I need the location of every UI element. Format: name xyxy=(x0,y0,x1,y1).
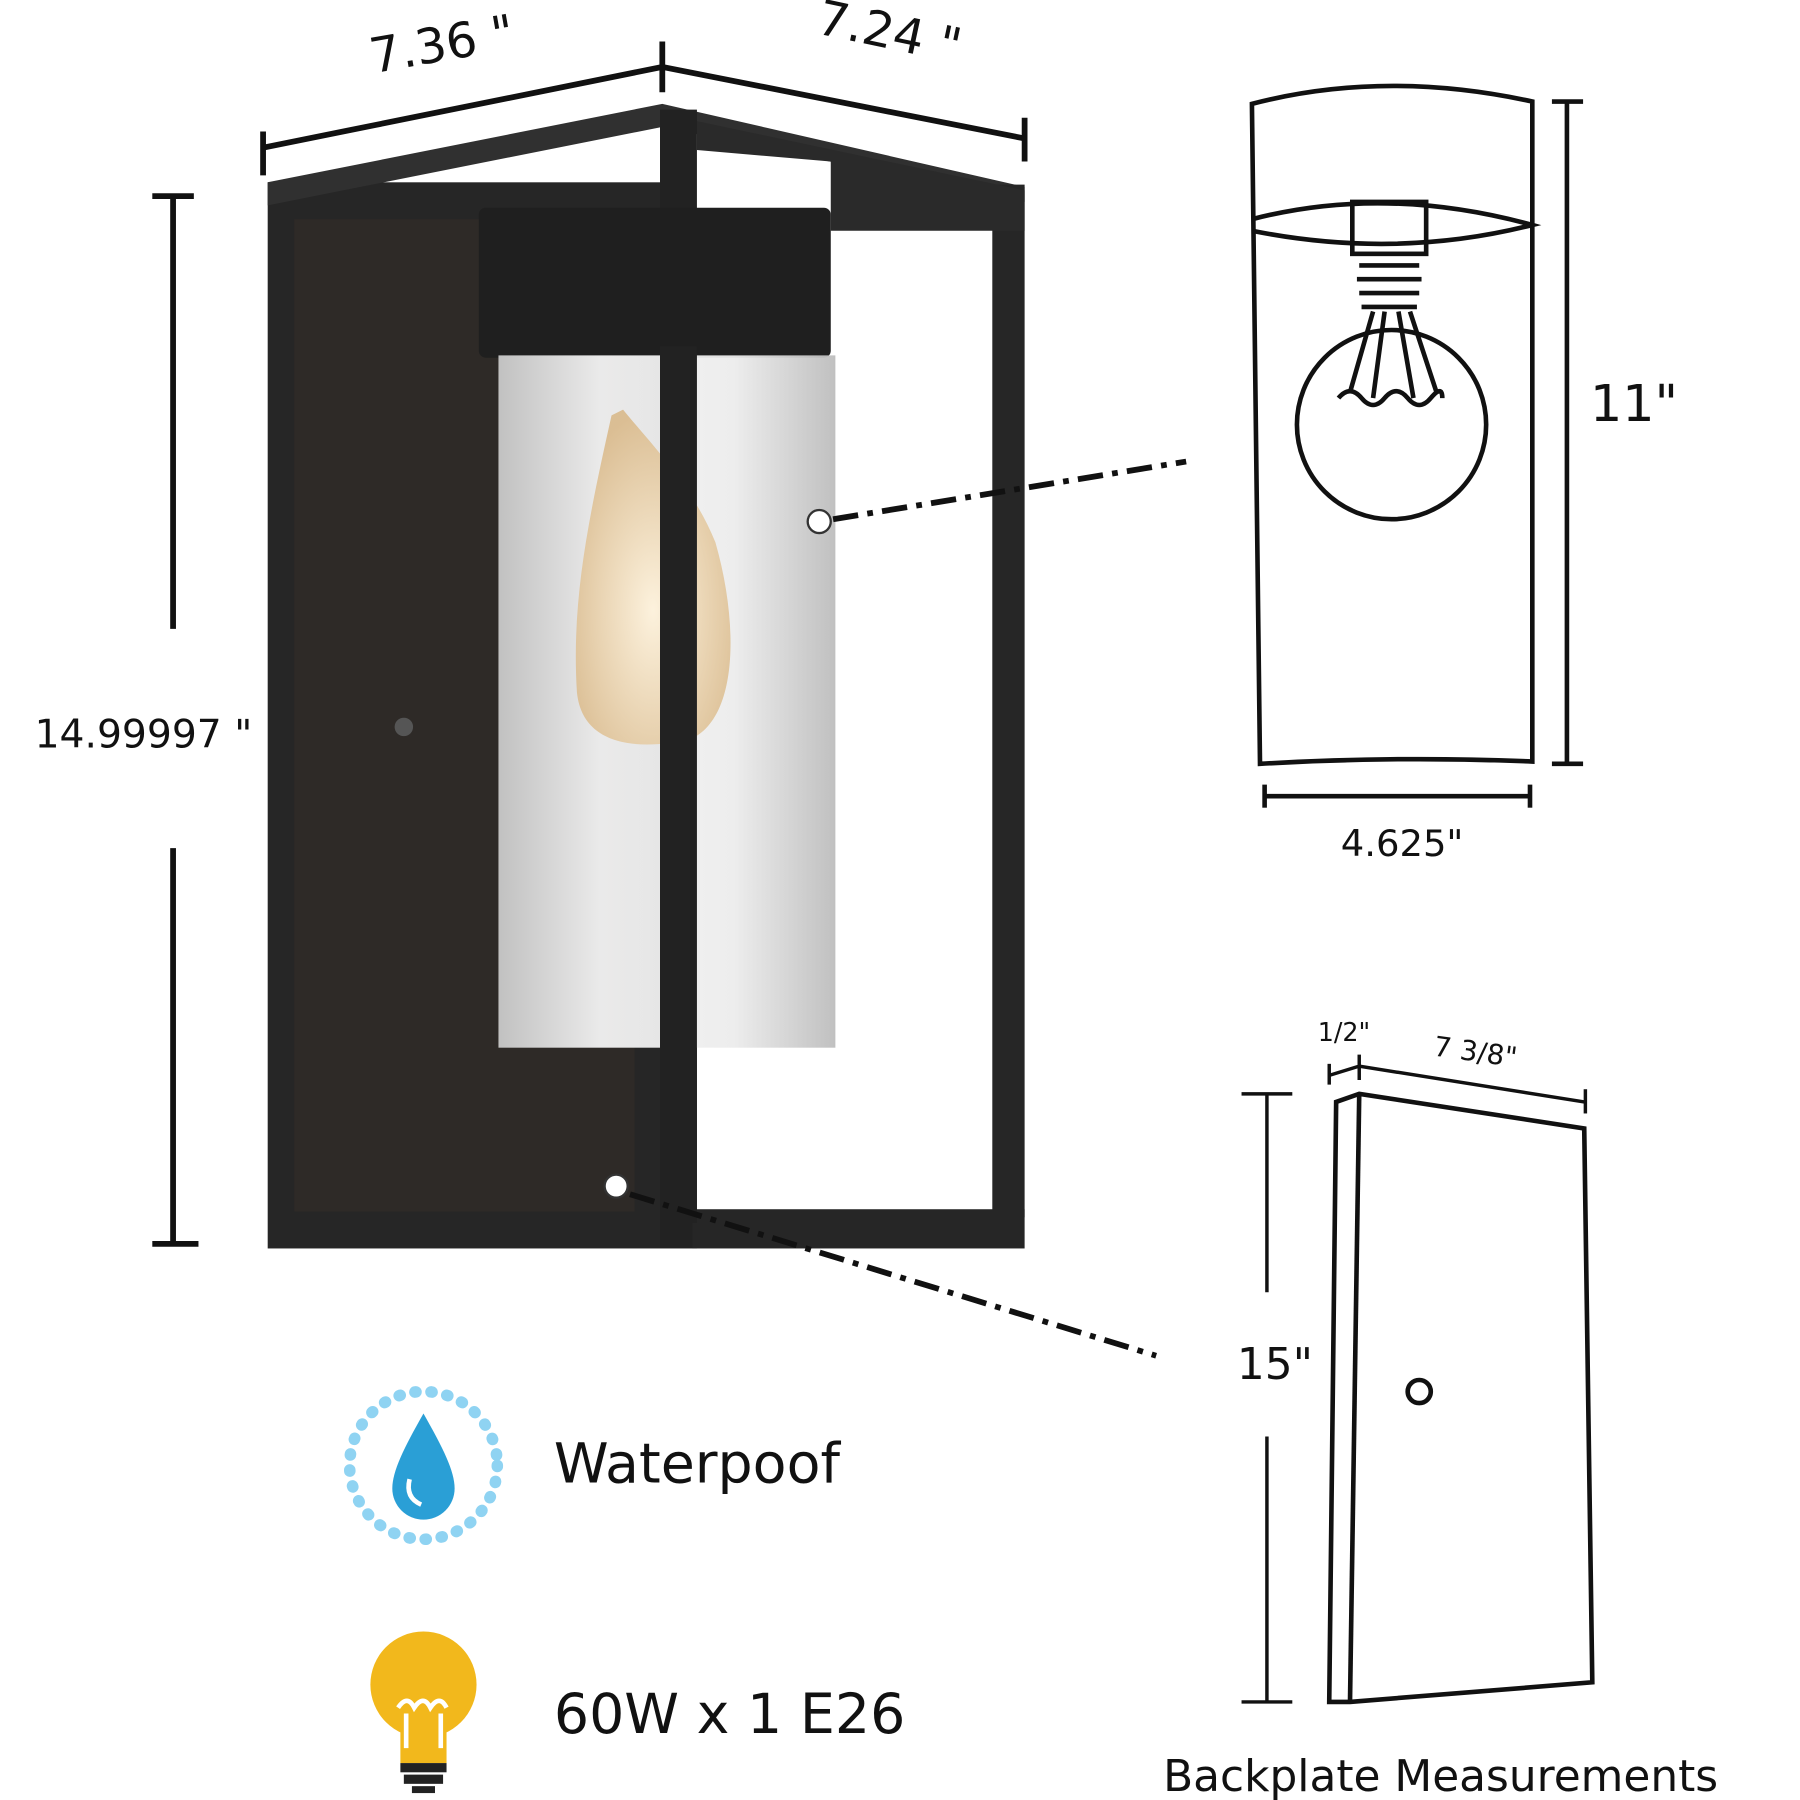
shade-dimension-lines xyxy=(1262,99,1584,808)
feature-waterproof-label: Waterpoof xyxy=(554,1433,842,1497)
backplate-height-label: 15" xyxy=(1237,1339,1313,1390)
backplate-dimension-lines xyxy=(1241,1054,1588,1704)
backplate-depth-label: 1/2" xyxy=(1318,1017,1371,1047)
water-drop-icon xyxy=(343,1385,504,1545)
width-dimension-lines xyxy=(260,41,1028,176)
shade-height-label: 11" xyxy=(1590,374,1678,433)
backplate-caption: Backplate Measurements xyxy=(1163,1751,1718,1800)
shade-drawing xyxy=(1249,83,1542,767)
width-right-label: 7.24 " xyxy=(812,0,966,75)
shade-callout-dot xyxy=(806,508,832,535)
height-label: 14.99997 " xyxy=(35,713,253,758)
light-bulb-icon xyxy=(370,1631,477,1794)
width-left-label: 7.36 " xyxy=(365,5,518,85)
backplate-width-label: 7 3/8" xyxy=(1432,1030,1519,1074)
backplate-callout-dot xyxy=(603,1173,629,1199)
backplate-drawing xyxy=(1326,1091,1595,1705)
wall-lantern-image xyxy=(267,103,1025,1249)
feature-bulb-label: 60W x 1 E26 xyxy=(554,1683,905,1747)
height-dimension-line xyxy=(152,193,199,1247)
shade-width-label: 4.625" xyxy=(1341,822,1464,865)
